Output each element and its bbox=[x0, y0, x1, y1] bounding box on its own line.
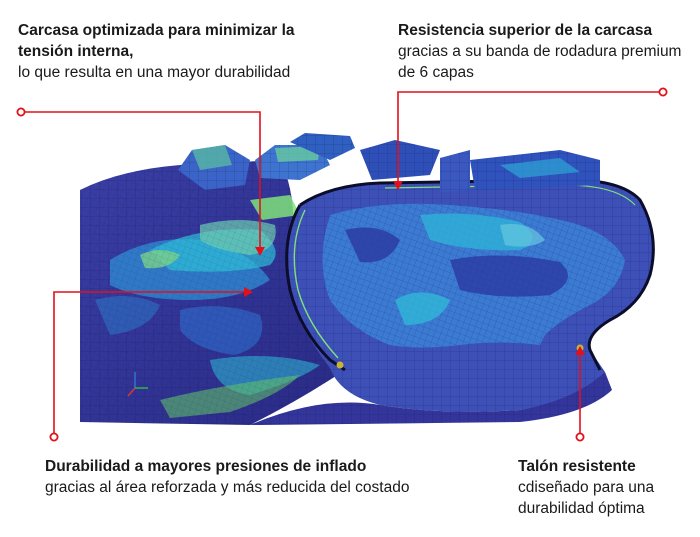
tire-cross-section bbox=[285, 178, 655, 412]
callout-durability-body: gracias al área reforzada y más reducida… bbox=[45, 479, 410, 496]
tire-left-body bbox=[80, 160, 345, 425]
callout-carcass-body: lo que resulta en una mayor durabilidad bbox=[18, 64, 291, 81]
callout-bead: Talón resistente cdiseñado para una dura… bbox=[518, 456, 698, 519]
leader-bead bbox=[575, 346, 585, 442]
callout-carcass: Carcasa optimizada para minimizar la ten… bbox=[18, 20, 298, 83]
bead-left-marker bbox=[336, 361, 344, 369]
axis-triad-icon bbox=[127, 372, 148, 397]
leader-carcass bbox=[16, 107, 265, 256]
callout-bead-title: Talón resistente bbox=[518, 458, 636, 475]
callout-durability: Durabilidad a mayores presiones de infla… bbox=[45, 456, 425, 498]
callout-resistance-body: gracias a su banda de rodadura premium d… bbox=[398, 43, 682, 81]
callout-resistance-title: Resistencia superior de la carcasa bbox=[398, 22, 653, 39]
leader-resistance bbox=[393, 87, 668, 190]
callout-bead-body: cdiseñado para una durabilidad óptima bbox=[518, 479, 655, 517]
leader-durability bbox=[49, 287, 253, 442]
callout-carcass-title: Carcasa optimizada para minimizar la ten… bbox=[18, 22, 295, 60]
tread-lugs-left bbox=[178, 133, 355, 220]
callout-resistance: Resistencia superior de la carcasa graci… bbox=[398, 20, 698, 83]
tread-lugs-right bbox=[360, 140, 600, 192]
callout-durability-title: Durabilidad a mayores presiones de infla… bbox=[45, 458, 367, 475]
tire-lower-band bbox=[250, 372, 612, 425]
